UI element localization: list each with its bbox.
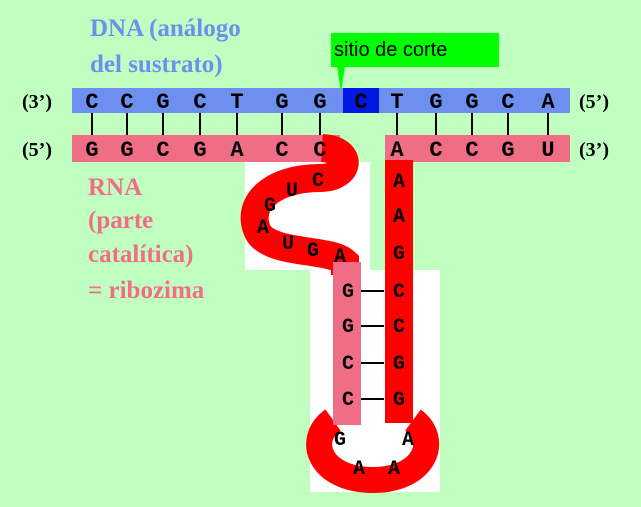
dna-base: T: [230, 90, 243, 115]
dna-base: C: [120, 90, 133, 115]
stem-base: C: [342, 389, 354, 412]
loop-base: U: [286, 180, 298, 203]
dna-left-end: (3’): [22, 91, 52, 113]
hairpin-bases: G A A A: [334, 429, 414, 481]
stem-bases: A A G G G C C C C G G: [342, 171, 405, 412]
base-pair-lines: [91, 113, 549, 135]
rna-right-end: (3’): [579, 139, 609, 161]
rna-strand-right-bar: [385, 135, 570, 162]
dna-right-end: (5’): [579, 91, 609, 113]
stem-base: A: [393, 206, 405, 229]
dna-base: G: [429, 90, 442, 115]
rna-title-line-3: catalítica): [88, 241, 194, 268]
cut-site-pointer: [337, 66, 345, 92]
loop-base: U: [282, 233, 294, 256]
left-stem: [333, 262, 361, 422]
dna-base: G: [465, 90, 478, 115]
dna-base: G: [313, 90, 326, 115]
stem-base: A: [393, 171, 405, 194]
rna-base: C: [465, 138, 478, 163]
cut-site-highlight: [343, 88, 379, 113]
stem-pair-lines: [361, 290, 384, 400]
rna-base: C: [429, 138, 442, 163]
rna-title-line-1: RNA: [88, 174, 142, 201]
loop-base: A: [334, 246, 346, 269]
hairpin-base: G: [334, 429, 346, 452]
dna-strand-bar: [72, 88, 570, 113]
right-stem: [385, 160, 413, 423]
ribozyme-loop: [240, 134, 359, 275]
rna-base: G: [193, 138, 206, 163]
dna-base: C: [501, 90, 514, 115]
loop-bases: C U G A U G A: [257, 170, 346, 269]
dna-title-line-1: DNA (análogo: [90, 15, 241, 42]
rna-base: G: [120, 138, 133, 163]
loop-base: A: [257, 217, 269, 240]
dna-base: T: [390, 90, 403, 115]
stem-base: G: [342, 281, 354, 304]
loop-base: G: [307, 240, 319, 263]
rna-title-line-2: (parte: [88, 207, 153, 234]
rna-title-line-4: = ribozima: [88, 277, 205, 304]
hairpin-base: A: [402, 429, 414, 452]
rna-strand-left-bar: [72, 135, 340, 162]
rna-base: A: [230, 138, 244, 163]
stem-base: G: [393, 243, 405, 266]
loop-base: C: [312, 170, 324, 193]
stem-base: G: [393, 353, 405, 376]
dna-bases: C C G C T G G C T G G C A: [85, 90, 555, 115]
dna-base: C: [193, 90, 206, 115]
dna-base: G: [156, 90, 169, 115]
rna-base: C: [156, 138, 169, 163]
rna-base: C: [275, 138, 288, 163]
rna-bases: G G C G A C C A C C G U: [85, 138, 554, 163]
rna-base: G: [501, 138, 514, 163]
cut-site-label-box: [331, 33, 499, 67]
dna-title-line-2: del sustrato): [90, 51, 223, 78]
stem-base: C: [342, 353, 354, 376]
rna-base: C: [313, 138, 326, 163]
hairpin-base: A: [353, 458, 365, 481]
dna-base-cut-site: C: [354, 90, 367, 115]
stem-base: G: [393, 389, 405, 412]
rna-base: G: [85, 138, 98, 163]
stem-base: G: [342, 316, 354, 339]
cut-site-label: sitio de corte: [334, 39, 447, 61]
dna-base: A: [541, 90, 555, 115]
rna-base: A: [390, 138, 404, 163]
rna-base: U: [541, 138, 554, 163]
hairpin-loop: [306, 409, 440, 494]
rna-left-end: (5’): [22, 139, 52, 161]
stem-base: C: [393, 281, 405, 304]
dna-base: C: [85, 90, 98, 115]
stem-base: C: [393, 316, 405, 339]
hairpin-base: A: [388, 458, 400, 481]
loop-base: G: [264, 195, 276, 218]
dna-base: G: [275, 90, 288, 115]
